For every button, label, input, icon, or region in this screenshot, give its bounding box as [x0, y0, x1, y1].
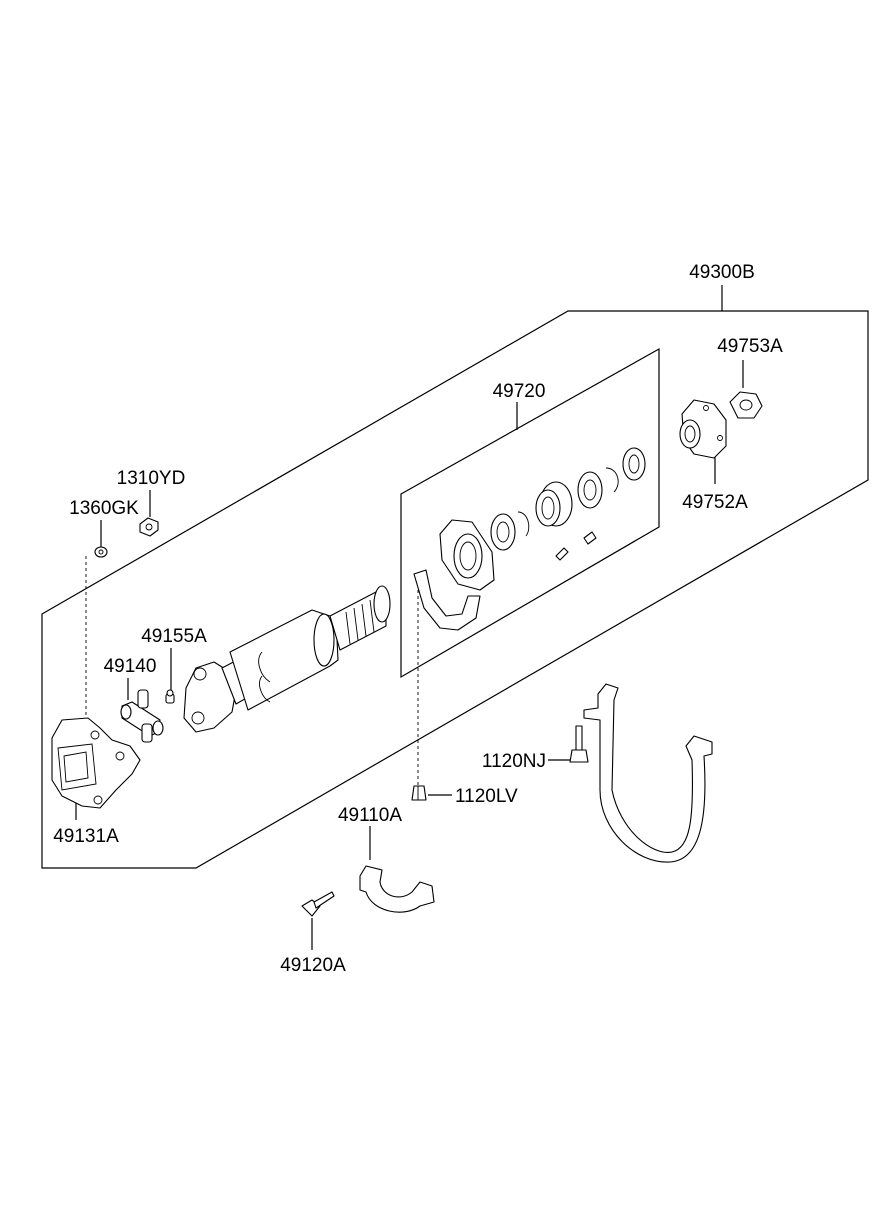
label-49110A: 49110A [338, 805, 402, 826]
label-49300B: 49300B [689, 262, 755, 283]
label-49140: 49140 [104, 656, 157, 677]
label-49753A: 49753A [717, 336, 783, 357]
companion-flange-part [679, 399, 727, 459]
strap-bracket-part [583, 683, 713, 863]
grease-fitting-part [165, 689, 175, 704]
nut-part [139, 517, 159, 537]
center-bearing-part [413, 447, 646, 631]
flange-yoke-part [51, 717, 141, 809]
clamp-part [359, 865, 435, 913]
bolt-49120a-part [301, 891, 335, 917]
label-1360GK: 1360GK [69, 498, 139, 519]
bolt-1120nj-part [569, 725, 589, 763]
label-1310YD: 1310YD [117, 468, 186, 489]
label-49720: 49720 [493, 381, 546, 402]
label-49120A: 49120A [280, 955, 346, 976]
center-bearing-frame [400, 347, 660, 679]
label-49155A: 49155A [141, 626, 207, 647]
universal-joint-part [120, 689, 164, 743]
label-1120NJ: 1120NJ [482, 751, 546, 772]
bolt-1120lv-part [411, 785, 427, 801]
label-49752A: 49752A [682, 492, 748, 513]
propeller-shaft-part [183, 585, 391, 733]
label-1120LV: 1120LV [455, 786, 518, 807]
flange-nut-part [729, 391, 763, 419]
washer-part [94, 546, 108, 558]
label-49131A: 49131A [53, 826, 119, 847]
assembly-frame [41, 310, 869, 869]
